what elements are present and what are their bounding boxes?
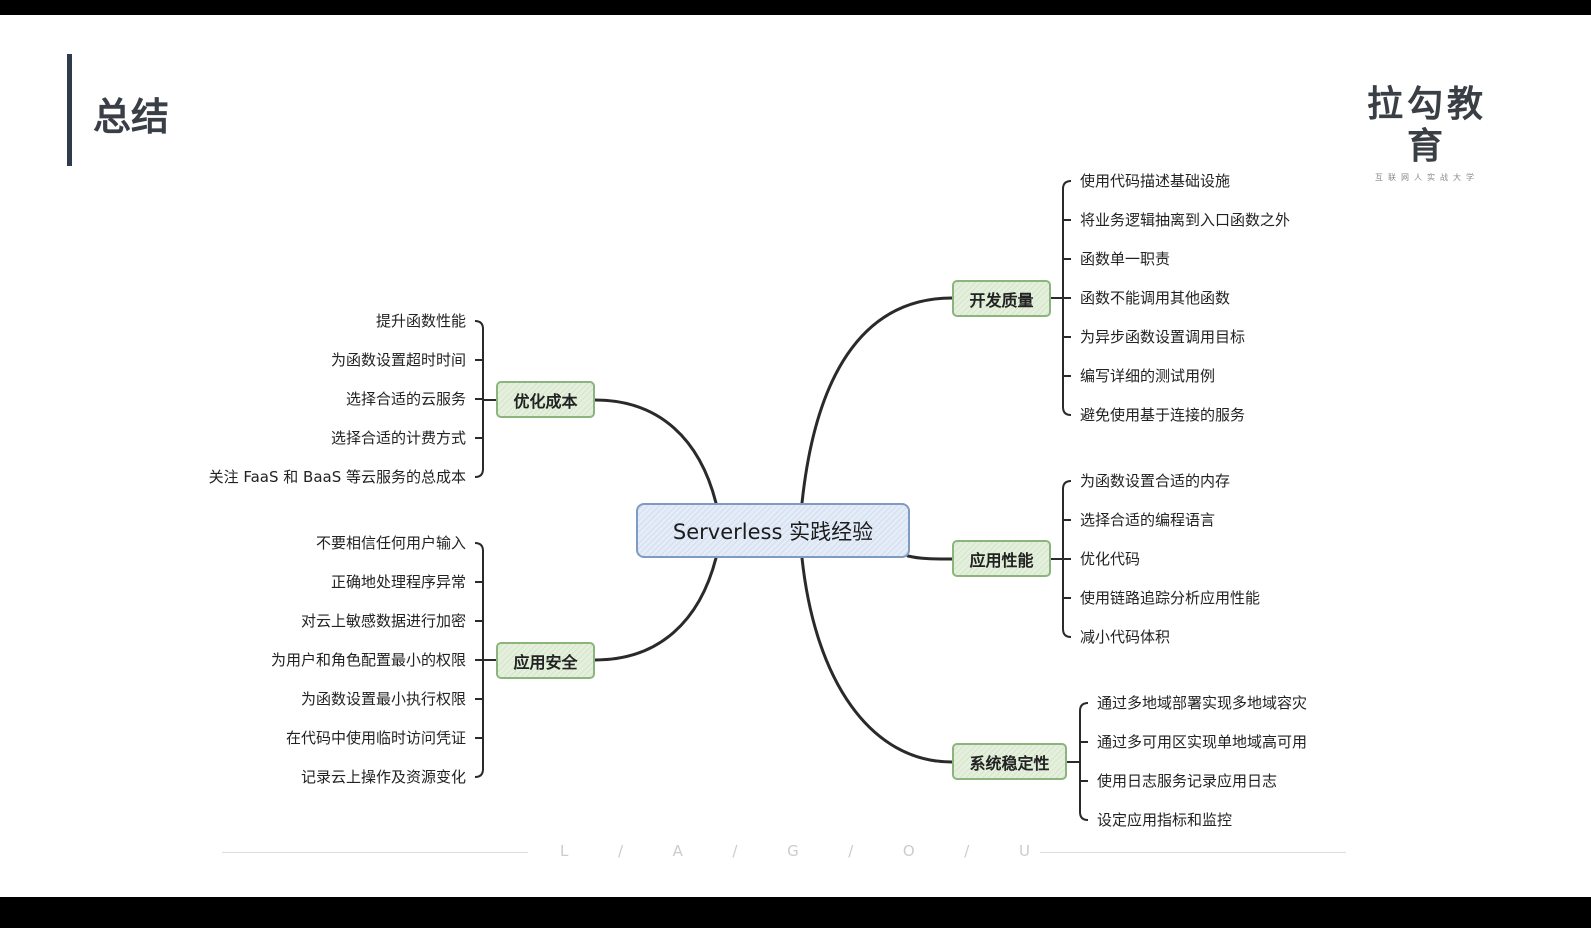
center-node: Serverless 实践经验 <box>636 503 910 558</box>
footer-letter: / <box>732 842 738 860</box>
footer-letter: A <box>672 842 683 860</box>
branch-item: 正确地处理程序异常 <box>330 573 466 591</box>
footer-letter: O <box>902 842 915 860</box>
link-stability <box>800 556 954 764</box>
node-security: 应用安全 <box>496 642 595 679</box>
branch-item: 通过多可用区实现单地域高可用 <box>1097 733 1308 751</box>
footer-letter: / <box>848 842 854 860</box>
bracket-security <box>474 542 496 778</box>
footer-line-left <box>222 852 528 853</box>
branch-item: 不要相信任何用户输入 <box>315 534 466 552</box>
title-accent-bar <box>67 54 72 166</box>
branch-item: 设定应用指标和监控 <box>1097 811 1233 829</box>
branch-item: 使用代码描述基础设施 <box>1080 172 1231 190</box>
branch-item: 为函数设置最小执行权限 <box>300 690 466 708</box>
branch-item: 提升函数性能 <box>375 312 466 330</box>
branch-item: 为函数设置超时时间 <box>330 351 466 369</box>
node-stability: 系统稳定性 <box>952 743 1067 780</box>
branch-item: 通过多地域部署实现多地域容灾 <box>1097 694 1308 712</box>
bottom-letterbox <box>0 897 1591 928</box>
footer-brand-letters: L / A / G / O / U <box>560 842 1030 860</box>
footer-letter: L <box>560 842 569 860</box>
page-title: 总结 <box>93 95 170 139</box>
branch-item: 编写详细的测试用例 <box>1080 367 1216 385</box>
branch-item: 减小代码体积 <box>1080 628 1171 646</box>
branch-item: 为函数设置合适的内存 <box>1080 472 1231 490</box>
branch-item: 为用户和角色配置最小的权限 <box>270 651 466 669</box>
footer-letter: / <box>964 842 970 860</box>
branch-item: 关注 FaaS 和 BaaS 等云服务的总成本 <box>208 468 466 486</box>
top-letterbox <box>0 0 1591 15</box>
branch-item: 选择合适的编程语言 <box>1080 511 1216 529</box>
node-dev-quality: 开发质量 <box>952 280 1051 317</box>
branch-item: 避免使用基于连接的服务 <box>1080 406 1246 424</box>
link-security <box>593 556 718 662</box>
logo-sub: 互联网人实战大学 <box>1375 173 1479 182</box>
node-performance: 应用性能 <box>952 540 1051 577</box>
branch-item: 优化代码 <box>1080 550 1141 568</box>
branch-item: 选择合适的云服务 <box>345 390 466 408</box>
node-cost: 优化成本 <box>496 381 595 418</box>
logo: 拉勾教育 互联网人实战大学 <box>1352 84 1502 183</box>
branch-item: 函数不能调用其他函数 <box>1080 289 1231 307</box>
branch-item: 使用链路追踪分析应用性能 <box>1080 589 1261 607</box>
branch-item: 选择合适的计费方式 <box>330 429 466 447</box>
branch-item: 将业务逻辑抽离到入口函数之外 <box>1080 211 1291 229</box>
bracket-dev_quality <box>1051 180 1072 416</box>
branch-item: 函数单一职责 <box>1080 250 1171 268</box>
footer-letter: G <box>787 842 799 860</box>
branch-item: 记录云上操作及资源变化 <box>300 768 466 786</box>
branch-item: 使用日志服务记录应用日志 <box>1097 772 1278 790</box>
bracket-stability <box>1067 702 1089 821</box>
link-performance <box>906 554 954 561</box>
bracket-cost <box>474 320 496 478</box>
logo-main: 拉勾教育 <box>1366 84 1487 167</box>
link-cost <box>593 398 718 505</box>
bracket-performance <box>1051 480 1072 638</box>
link-dev-quality <box>800 296 954 505</box>
branch-item: 对云上敏感数据进行加密 <box>300 612 466 630</box>
branch-item: 为异步函数设置调用目标 <box>1080 328 1246 346</box>
branch-item: 在代码中使用临时访问凭证 <box>285 729 466 747</box>
footer-letter: U <box>1018 842 1030 860</box>
footer-line-right <box>1040 852 1346 853</box>
footer-letter: / <box>617 842 623 860</box>
